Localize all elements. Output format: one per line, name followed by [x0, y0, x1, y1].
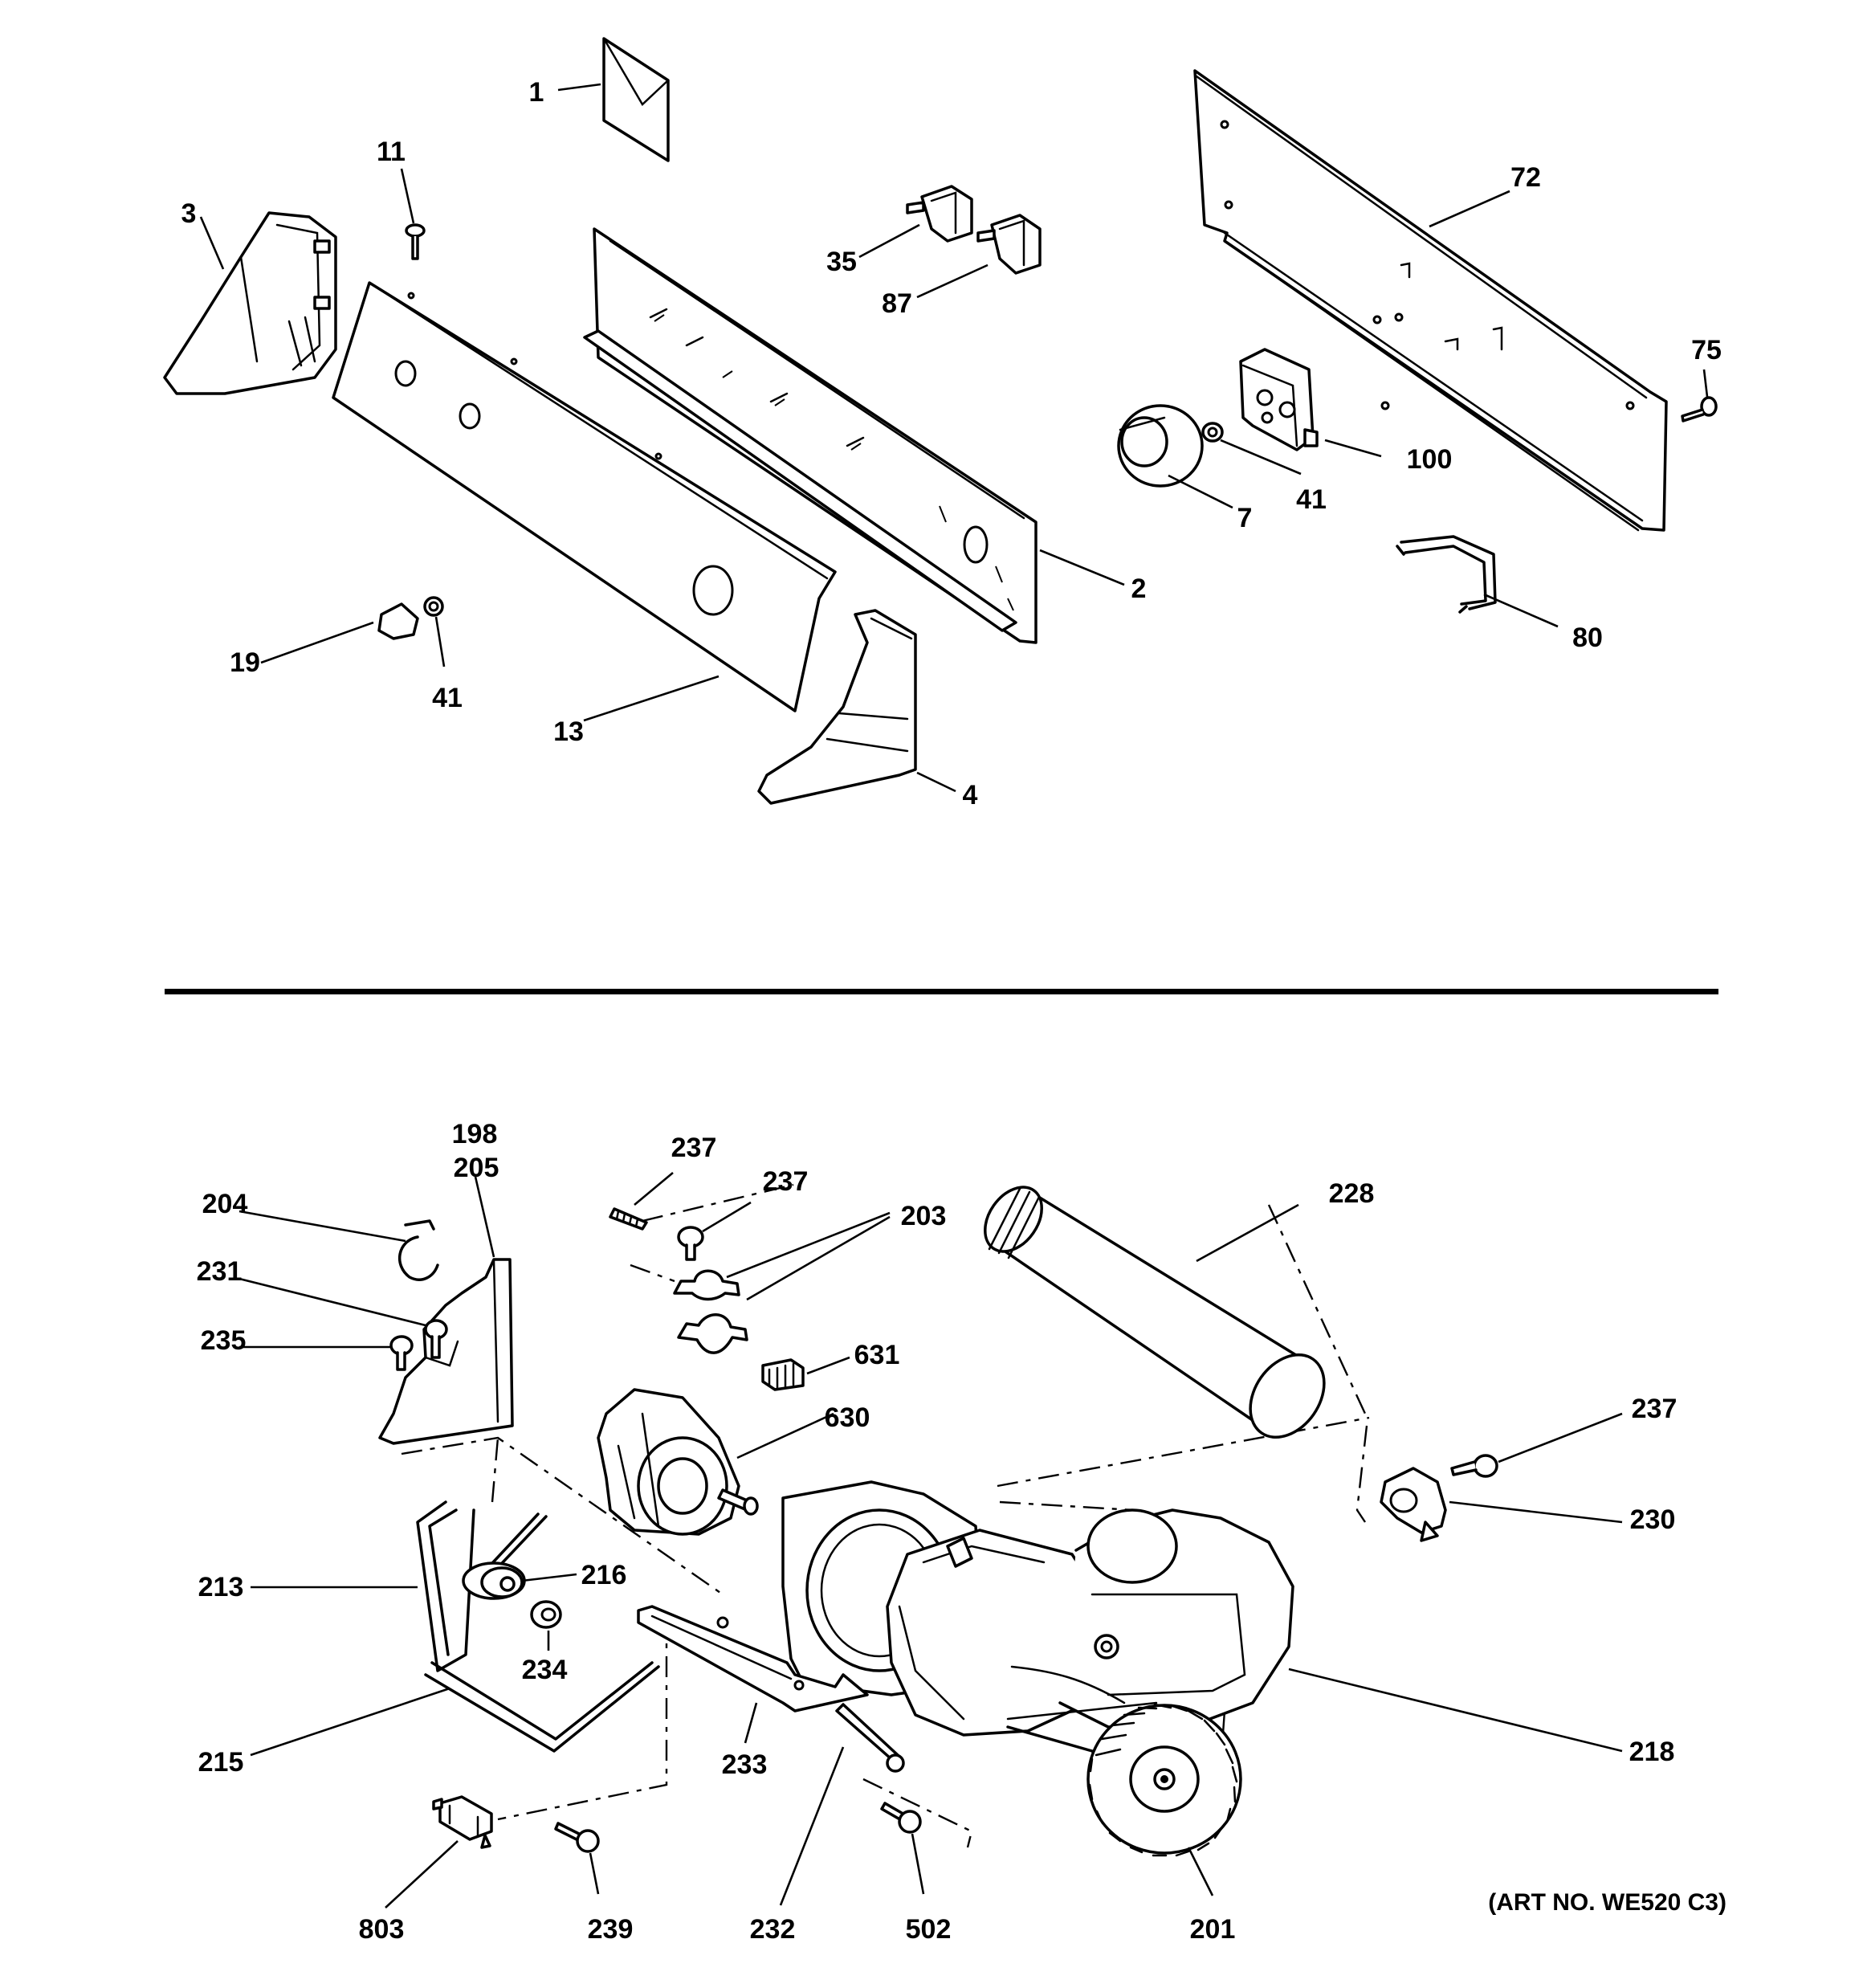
label-part-631: 631	[854, 1340, 900, 1370]
label-part-502: 502	[906, 1914, 952, 1945]
label-part-80: 80	[1572, 623, 1603, 653]
part-231-screw	[424, 1319, 448, 1359]
part-35-switch	[906, 185, 973, 243]
part-11-screw	[405, 223, 426, 260]
part-215-idler-arm	[424, 1661, 660, 1753]
part-234-pulley	[530, 1600, 562, 1629]
label-part-11: 11	[377, 137, 406, 167]
part-87-switch	[976, 214, 1042, 275]
label-part-198: 198	[452, 1119, 498, 1149]
label-part-216: 216	[581, 1560, 627, 1590]
label-part-204: 204	[202, 1189, 248, 1219]
part-100-timer	[1239, 348, 1319, 451]
label-part-234: 234	[522, 1655, 568, 1685]
art-number: (ART NO. WE520 C3)	[1488, 1889, 1726, 1916]
label-part-230: 230	[1630, 1504, 1676, 1535]
part-230-thermostat	[1380, 1467, 1447, 1542]
label-part-87: 87	[882, 288, 912, 319]
label-part-233: 233	[722, 1749, 768, 1780]
label-part-237-middle: 237	[763, 1166, 809, 1197]
label-part-19: 19	[230, 647, 260, 678]
label-part-203: 203	[901, 1201, 947, 1231]
part-204-clip	[397, 1219, 439, 1281]
part-80-harness	[1396, 535, 1497, 614]
label-part-803: 803	[359, 1914, 405, 1945]
label-part-7: 7	[1237, 503, 1253, 533]
part-2-panel-frame	[583, 227, 1037, 644]
part-72-mounting-plate	[1193, 69, 1668, 532]
part-203-motor-clamp-lower	[677, 1313, 748, 1354]
assembly-dashed-lines	[401, 1183, 1370, 1848]
lower-part-numbers: 198 205 204 231 235 237 237 203 228 631 …	[197, 1119, 1678, 1945]
label-part-228: 228	[1329, 1178, 1375, 1209]
label-part-35: 35	[826, 247, 857, 277]
label-part-215: 215	[198, 1747, 244, 1778]
part-203-motor-clamp-upper	[673, 1269, 740, 1301]
upper-leader-lines	[199, 83, 1709, 793]
section-divider	[165, 989, 1718, 994]
part-3-left-endcap	[163, 211, 337, 395]
label-part-1: 1	[529, 77, 544, 108]
part-233-support-bracket	[637, 1605, 869, 1712]
label-part-218: 218	[1629, 1737, 1675, 1767]
part-213-belt	[416, 1500, 475, 1672]
label-part-41-upper: 41	[1296, 484, 1327, 515]
label-part-100: 100	[1407, 444, 1453, 475]
label-part-239: 239	[588, 1914, 634, 1945]
label-part-2: 2	[1131, 574, 1147, 604]
upper-part-numbers: 1 11 3 35 87 72 75 100 41 7 2 80 19 41 1…	[181, 77, 1722, 810]
part-218-blower-housing	[781, 1480, 1294, 1737]
part-232-rod	[835, 1703, 905, 1773]
part-235-screw	[389, 1335, 414, 1371]
label-part-4: 4	[963, 780, 978, 810]
part-237-screw-middle	[677, 1226, 704, 1261]
label-part-3: 3	[181, 198, 197, 229]
part-41-clip-lower	[423, 596, 444, 617]
part-228-exhaust-duct	[984, 1186, 1326, 1439]
label-part-232: 232	[750, 1914, 796, 1945]
label-part-213: 213	[198, 1572, 244, 1602]
label-part-237-left: 237	[671, 1133, 717, 1163]
part-19-knob-insert	[377, 602, 419, 640]
label-part-72: 72	[1510, 162, 1541, 193]
part-201-blower-wheel	[1006, 1703, 1242, 1857]
part-237-screw-right	[1450, 1454, 1498, 1478]
part-803-switch	[432, 1795, 493, 1849]
label-part-205: 205	[454, 1153, 499, 1183]
label-part-41-lower: 41	[432, 683, 463, 713]
part-4-right-endcap	[757, 609, 917, 805]
part-205-motor-bracket	[378, 1258, 514, 1445]
label-part-201: 201	[1190, 1914, 1236, 1945]
part-75-screw	[1681, 396, 1718, 423]
label-part-75: 75	[1691, 335, 1722, 365]
label-part-231: 231	[197, 1256, 243, 1287]
label-part-237-right: 237	[1632, 1394, 1678, 1424]
lower-leader-lines	[238, 1172, 1623, 1908]
part-216-idler-pulley	[462, 1512, 548, 1600]
part-239-screw	[554, 1822, 600, 1853]
part-237-screw-left	[609, 1207, 648, 1231]
label-part-630: 630	[825, 1402, 870, 1433]
part-41-clip-upper	[1201, 422, 1224, 443]
label-part-235: 235	[201, 1325, 247, 1356]
part-502-screw	[880, 1802, 922, 1834]
part-631-connector	[761, 1358, 805, 1391]
part-1-envelope	[602, 37, 670, 162]
part-630-drive-motor	[597, 1388, 759, 1536]
part-7-knob	[1117, 404, 1204, 488]
label-part-13: 13	[553, 716, 584, 747]
part-13-control-panel	[332, 281, 837, 712]
